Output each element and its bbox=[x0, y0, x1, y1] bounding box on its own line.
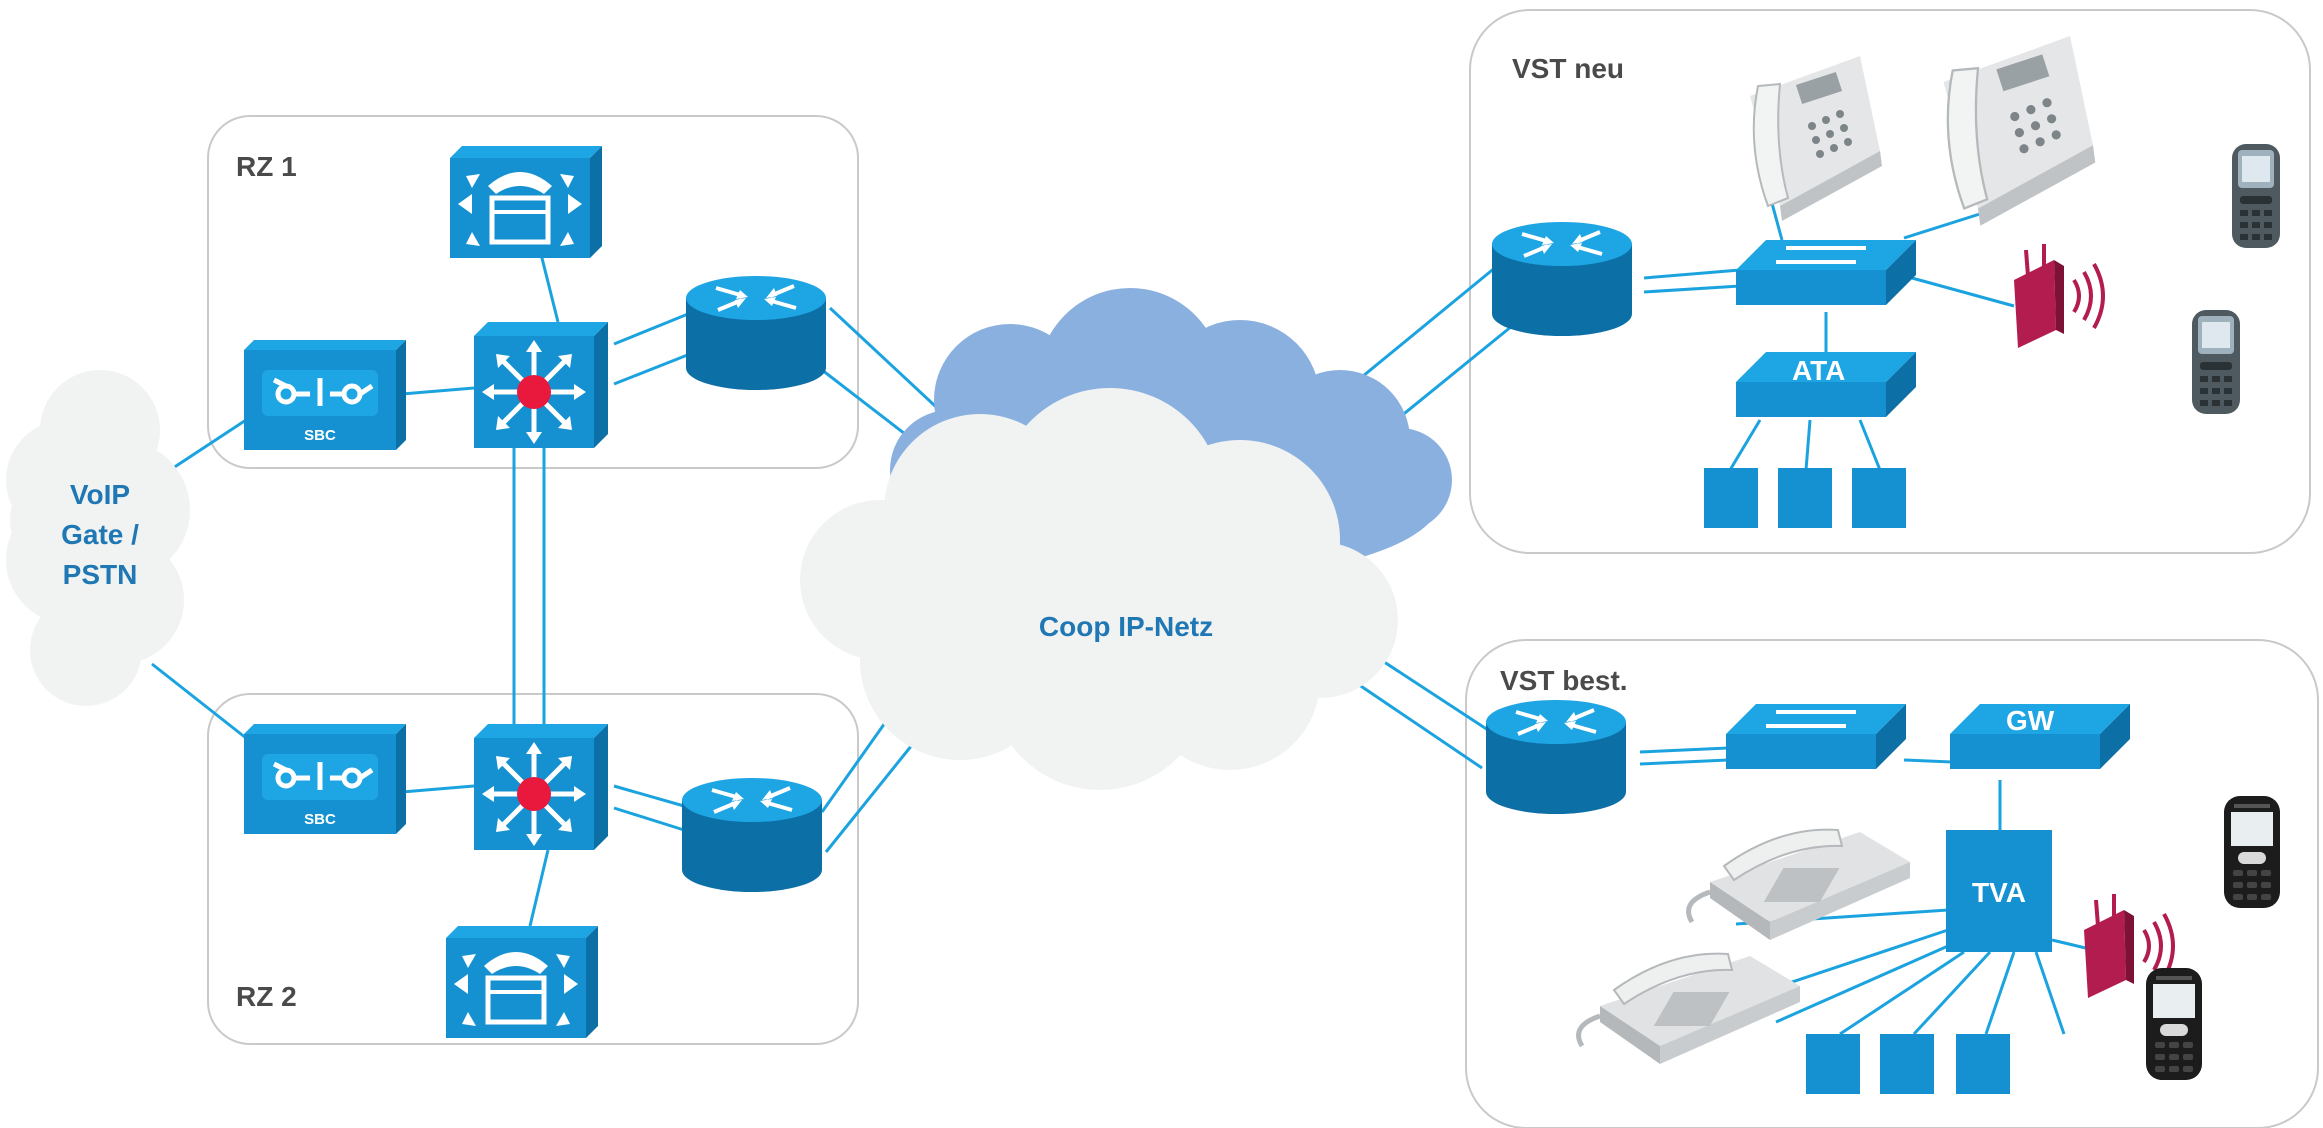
l3-switch-rz2 bbox=[474, 724, 608, 850]
call-manager-rz2 bbox=[446, 926, 598, 1038]
sbc-label: SBC bbox=[304, 811, 336, 828]
core-cloud-front bbox=[800, 388, 1398, 790]
cordless-handset-1 bbox=[2232, 144, 2280, 248]
call-manager-rz1 bbox=[450, 146, 602, 258]
voip-cloud bbox=[6, 370, 190, 706]
router-vst-best bbox=[1486, 700, 1626, 814]
end-device-1 bbox=[1704, 468, 1758, 528]
voip-label-line2: Gate / bbox=[61, 519, 139, 550]
gw-label: GW bbox=[2006, 705, 2055, 736]
tva-device: TVA bbox=[1946, 830, 2052, 952]
router-vst-neu bbox=[1492, 222, 1632, 336]
network-links bbox=[151, 195, 2095, 1036]
zone-label-rz1: RZ 1 bbox=[236, 151, 297, 182]
end-device-2 bbox=[1778, 468, 1832, 528]
end-device-4 bbox=[1806, 1034, 1860, 1094]
switch-vst-best bbox=[1726, 704, 1906, 769]
zone-label-rz2: RZ 2 bbox=[236, 981, 297, 1012]
voip-label-line1: VoIP bbox=[70, 479, 130, 510]
end-device-5 bbox=[1880, 1034, 1934, 1094]
router-rz2 bbox=[682, 778, 822, 892]
sbc-rz1: SBC bbox=[244, 340, 406, 450]
end-device-6 bbox=[1956, 1034, 2010, 1094]
router-rz1 bbox=[686, 276, 826, 390]
mobile-handset-1 bbox=[2224, 796, 2280, 908]
gateway-device: GW bbox=[1950, 704, 2130, 769]
core-cloud-label: Coop IP-Netz bbox=[1039, 611, 1213, 642]
ata-device: ATA bbox=[1736, 352, 1916, 417]
zone-label-vst-neu: VST neu bbox=[1512, 53, 1624, 84]
sbc-label: SBC bbox=[304, 427, 336, 444]
voip-label-line3: PSTN bbox=[63, 559, 138, 590]
mobile-handset-2 bbox=[2146, 968, 2202, 1080]
ata-label: ATA bbox=[1792, 355, 1845, 386]
switch-vst-neu bbox=[1736, 240, 1916, 305]
tva-label: TVA bbox=[1972, 877, 2026, 908]
cordless-handset-2 bbox=[2192, 310, 2240, 414]
l3-switch-rz1 bbox=[474, 322, 608, 448]
zone-label-vst-best: VST best. bbox=[1500, 665, 1628, 696]
end-device-3 bbox=[1852, 468, 1906, 528]
sbc-rz2: SBC bbox=[244, 724, 406, 834]
